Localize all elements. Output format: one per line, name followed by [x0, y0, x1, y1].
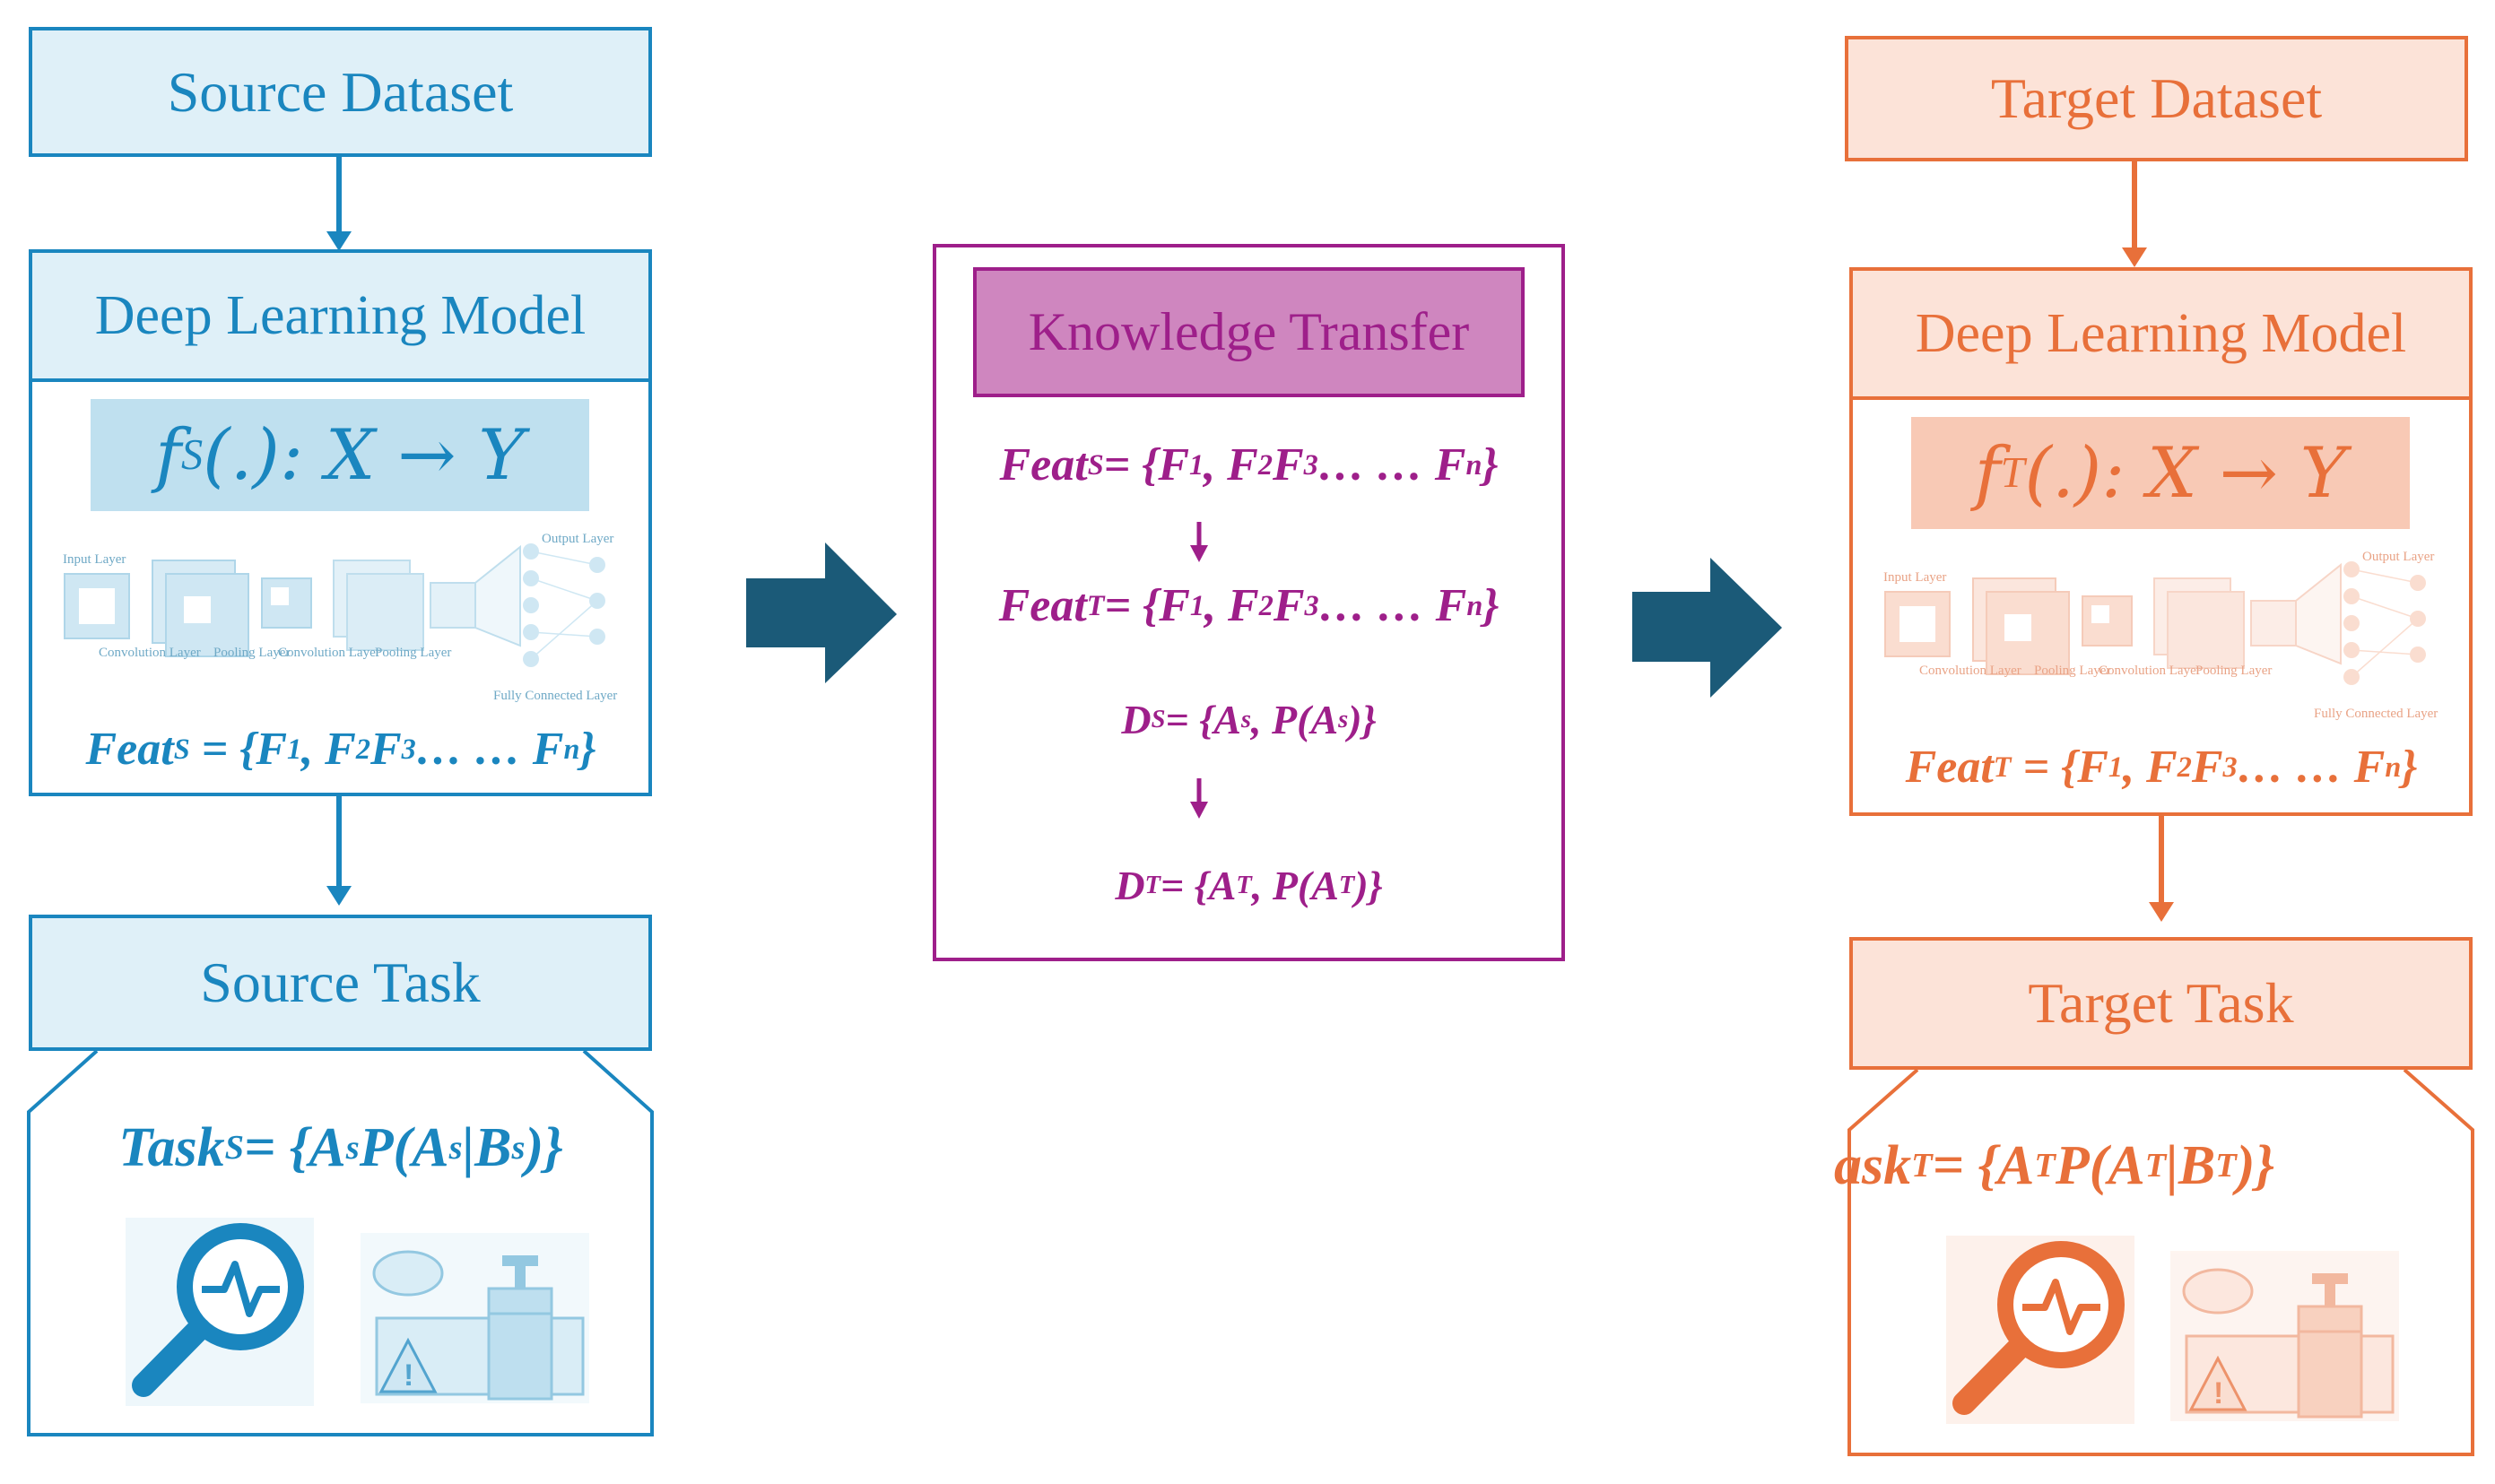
knowledge-transfer-title-box: Knowledge Transfer — [973, 267, 1525, 397]
svg-text:Fully Connected Layer: Fully Connected Layer — [2314, 707, 2438, 721]
source-task-box: Source Task — [29, 915, 652, 1051]
svg-text:Pooling Layer: Pooling Layer — [2195, 664, 2272, 678]
target-task-box: Target Task — [1849, 937, 2473, 1070]
source-dataset-label: Source Dataset — [167, 59, 514, 124]
svg-text:Pooling Layer: Pooling Layer — [2034, 664, 2110, 678]
source-model-header: Deep Learning Model — [29, 249, 652, 382]
leaking-valve-icon: ! — [2170, 1251, 2399, 1421]
svg-text:Fully Connected Layer: Fully Connected Layer — [493, 689, 617, 703]
knowledge-transfer-title: Knowledge Transfer — [1028, 302, 1470, 361]
svg-text:Output Layer: Output Layer — [542, 532, 613, 546]
leaking-valve-icon: ! — [361, 1233, 589, 1403]
source-task-label: Source Task — [200, 950, 481, 1014]
magnifier-pulse-icon — [126, 1218, 314, 1406]
target-model-title: Deep Learning Model — [1915, 302, 2407, 364]
svg-text:!: ! — [2213, 1376, 2223, 1410]
svg-text:Pooling Layer: Pooling Layer — [213, 646, 290, 660]
right-arrow-icon — [1632, 558, 1782, 698]
target-task-label: Target Task — [2028, 971, 2294, 1035]
svg-text:Input Layer: Input Layer — [1883, 570, 1946, 585]
svg-text:Convolution Layer: Convolution Layer — [99, 646, 201, 660]
magnifier-pulse-icon — [1946, 1236, 2134, 1424]
source-dataset-box: Source Dataset — [29, 27, 652, 157]
target-dataset-box: Target Dataset — [1845, 36, 2468, 161]
source-model-title: Deep Learning Model — [94, 284, 587, 346]
cnn-label-input: Input Layer — [63, 552, 126, 567]
target-model-header: Deep Learning Model — [1849, 267, 2473, 400]
svg-text:Output Layer: Output Layer — [2362, 550, 2434, 564]
svg-text:Convolution Layer: Convolution Layer — [2099, 664, 2201, 678]
svg-text:Convolution Layer: Convolution Layer — [1919, 664, 2021, 678]
right-arrow-icon — [746, 542, 897, 683]
svg-text:Pooling Layer: Pooling Layer — [375, 646, 451, 660]
svg-text:!: ! — [404, 1358, 413, 1393]
svg-text:Convolution Layer: Convolution Layer — [278, 646, 380, 660]
target-dataset-label: Target Dataset — [1990, 66, 2323, 130]
